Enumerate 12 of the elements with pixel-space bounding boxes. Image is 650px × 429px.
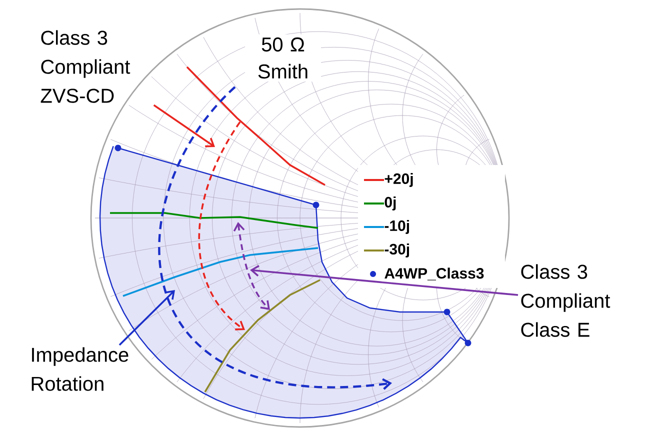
legend-label: 0j [384, 196, 396, 210]
callout-text: Class 3 Compliant Class E [521, 264, 610, 337]
legend-label: -30j [384, 244, 409, 258]
legend-label: -10j [384, 220, 409, 234]
leader-arrow [118, 290, 175, 346]
legend-label: A4WP_Class3 [384, 268, 484, 280]
callout-text: Impedance Rotation [32, 347, 128, 391]
leader-arrow [153, 104, 215, 148]
chart-label: 50 Ω Smith [245, 34, 321, 82]
legend-label: +20j [384, 173, 413, 187]
callout-text: Class 3 Compliant ZVS-CD [40, 30, 130, 103]
leader-arrow [250, 265, 518, 296]
